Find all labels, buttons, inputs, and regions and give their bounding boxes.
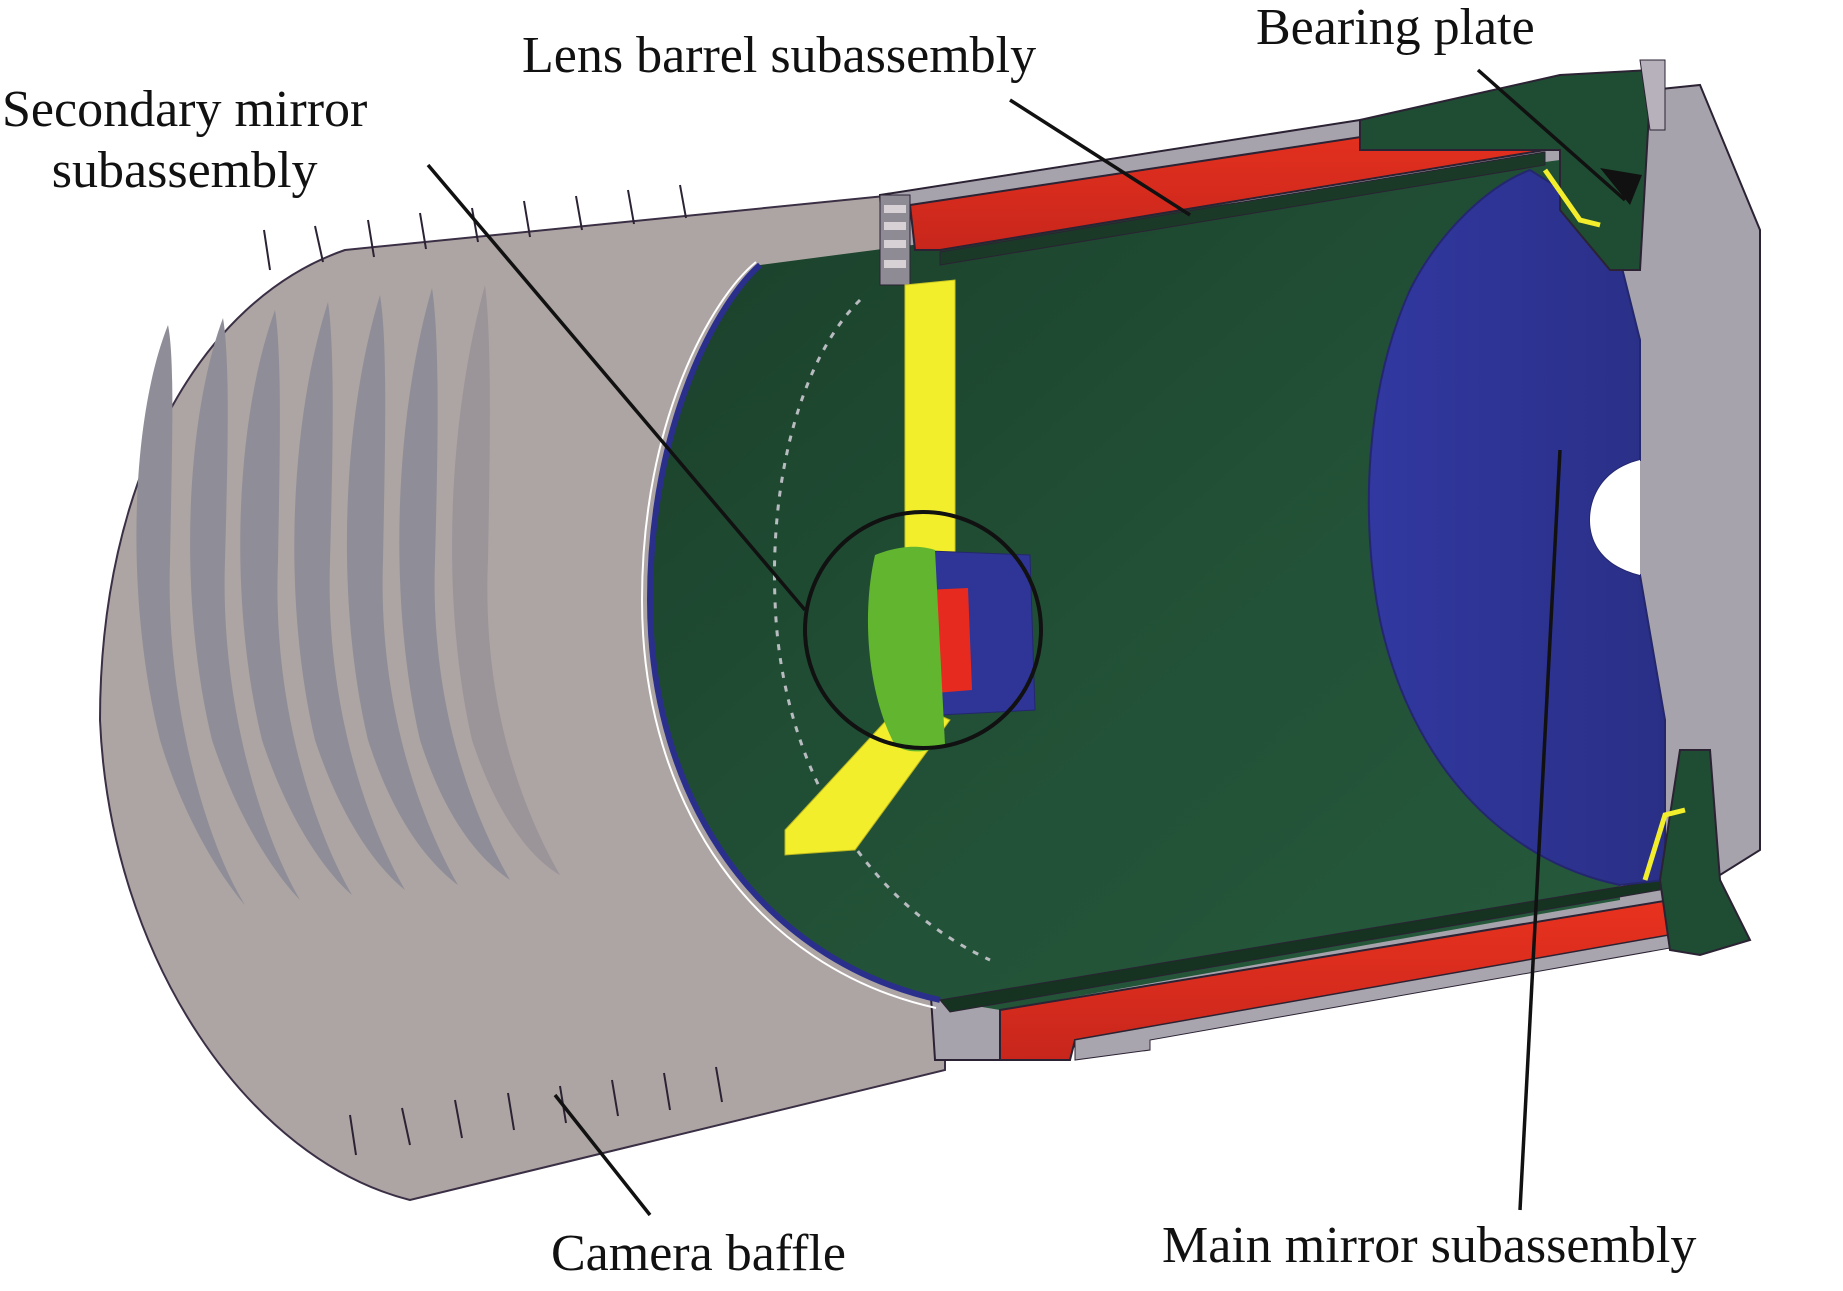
leader-lines: [426, 68, 1627, 1217]
leader-main-mirror: [1518, 449, 1562, 1211]
baffle-ticks-bottom: [349, 1066, 723, 1156]
label-secondary-mirror: Secondary mirror subassembly: [2, 80, 367, 202]
lens-barrel-bottom: [939, 879, 1671, 1061]
label-lens-barrel: Lens barrel subassembly: [522, 27, 1037, 84]
main-mirror: [1367, 168, 1666, 887]
label-camera-baffle: Camera baffle: [551, 1225, 846, 1282]
label-secondary-mirror-line1: Secondary mirror: [2, 81, 368, 138]
bearing-plate-arrowhead: [1600, 168, 1642, 205]
leader-camera-baffle: [553, 1093, 652, 1217]
bearing-plate-bottom: [1642, 749, 1752, 957]
label-secondary-mirror-line2: subassembly: [51, 141, 318, 199]
bearing-plate-top: [1359, 59, 1666, 271]
leader-bearing-plate: [1476, 68, 1627, 202]
baffle-grooves: [136, 285, 560, 905]
leader-lens-barrel: [1009, 98, 1191, 217]
label-main-mirror: Main mirror subassembly: [1162, 1217, 1697, 1274]
baffle-ticks-top: [263, 184, 687, 271]
secondary-mirror: [803, 510, 1043, 752]
leader-secondary-mirror: [426, 163, 807, 612]
label-bearing-plate: Bearing plate: [1256, 0, 1535, 56]
